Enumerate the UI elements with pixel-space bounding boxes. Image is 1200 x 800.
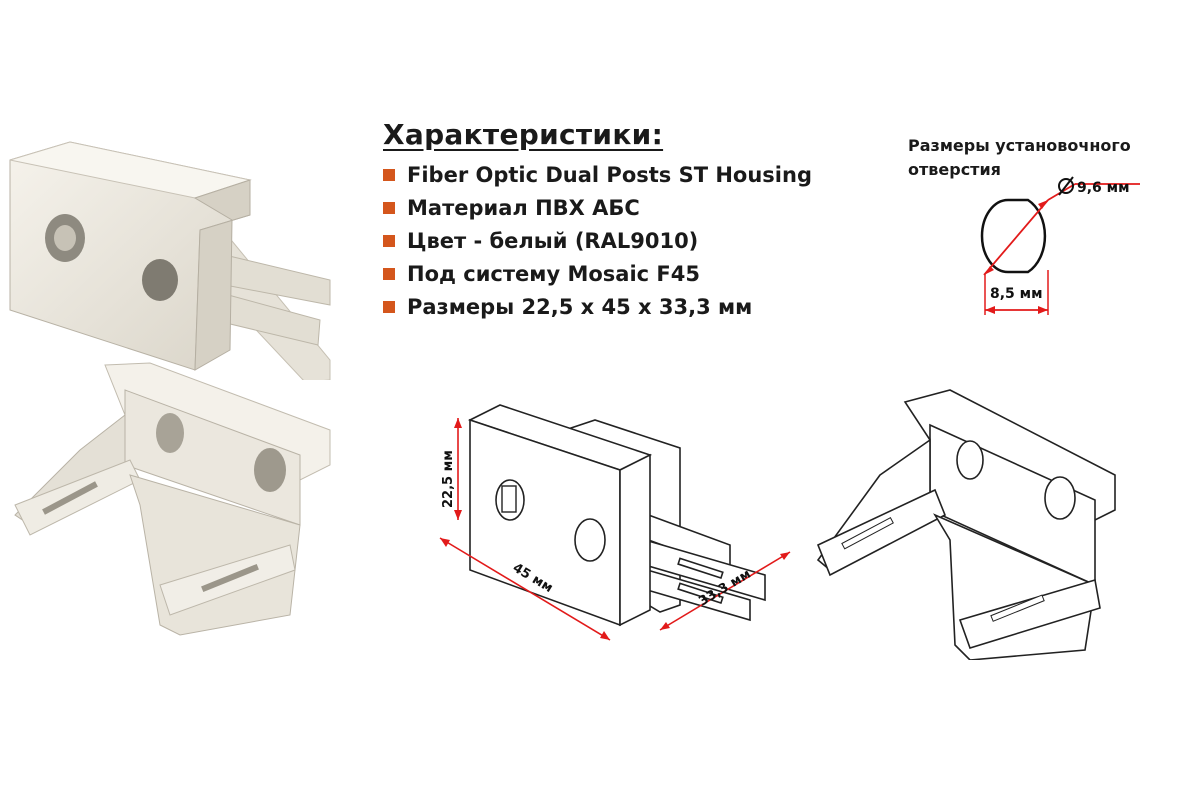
specs-list: Fiber Optic Dual Posts ST Housing Матери…: [383, 158, 812, 323]
diameter-line: [983, 199, 1049, 276]
arrow-icon: [600, 631, 610, 640]
arrow-icon: [454, 418, 462, 428]
product-photo-rear: [14, 362, 331, 636]
arrow-icon: [780, 552, 790, 560]
rear-view-drawing: [816, 389, 1116, 660]
diameter-value: 9,6 мм: [1077, 180, 1130, 196]
square-bullet-icon: [383, 267, 395, 280]
spec-item-label: Под систему Mosaic F45: [407, 261, 700, 286]
spec-item-label: Материал ПВХ АБС: [407, 195, 640, 220]
spec-item: Размеры 22,5 x 45 x 33,3 мм: [383, 290, 812, 323]
spec-item-label: Цвет - белый (RAL9010): [407, 228, 699, 253]
spec-item: Под систему Mosaic F45: [383, 257, 812, 290]
spec-item: Материал ПВХ АБС: [383, 191, 812, 224]
spec-item-label: Размеры 22,5 x 45 x 33,3 мм: [407, 294, 753, 319]
height-label: 22,5 мм: [441, 450, 456, 508]
depth-dim-line: [659, 551, 791, 631]
d-hole-shape: [980, 198, 1047, 274]
arrow-icon: [1038, 306, 1048, 314]
hole-title-line1: Размеры установочного: [908, 136, 1131, 155]
arrow-icon: [440, 538, 450, 547]
hole-diagram: 9,6 мм 8,5 мм: [980, 176, 1140, 315]
arrow-icon: [1038, 200, 1048, 209]
hole-title: Размеры установочного отверстия: [908, 134, 1131, 182]
width-dim-line: [439, 537, 611, 641]
flat-value: 8,5 мм: [990, 286, 1043, 302]
square-bullet-icon: [383, 300, 395, 313]
arrow-icon: [985, 306, 995, 314]
spec-item-label: Fiber Optic Dual Posts ST Housing: [407, 162, 812, 187]
faceplate-side: [619, 453, 651, 627]
spec-item: Цвет - белый (RAL9010): [383, 224, 812, 257]
arrow-icon: [984, 266, 994, 275]
square-bullet-icon: [383, 168, 395, 181]
square-bullet-icon: [383, 234, 395, 247]
dimension-drawing: 22,5 мм 45 мм 33,3 мм: [439, 404, 791, 641]
spec-item: Fiber Optic Dual Posts ST Housing: [383, 158, 812, 191]
square-bullet-icon: [383, 201, 395, 214]
product-photo-front: [9, 141, 331, 380]
hole-title-line2: отверстия: [908, 160, 1001, 179]
arrow-icon: [660, 622, 670, 630]
diameter-symbol-icon: [1058, 178, 1074, 194]
arrow-icon: [454, 510, 462, 520]
specs-title: Характеристики:: [383, 118, 664, 151]
